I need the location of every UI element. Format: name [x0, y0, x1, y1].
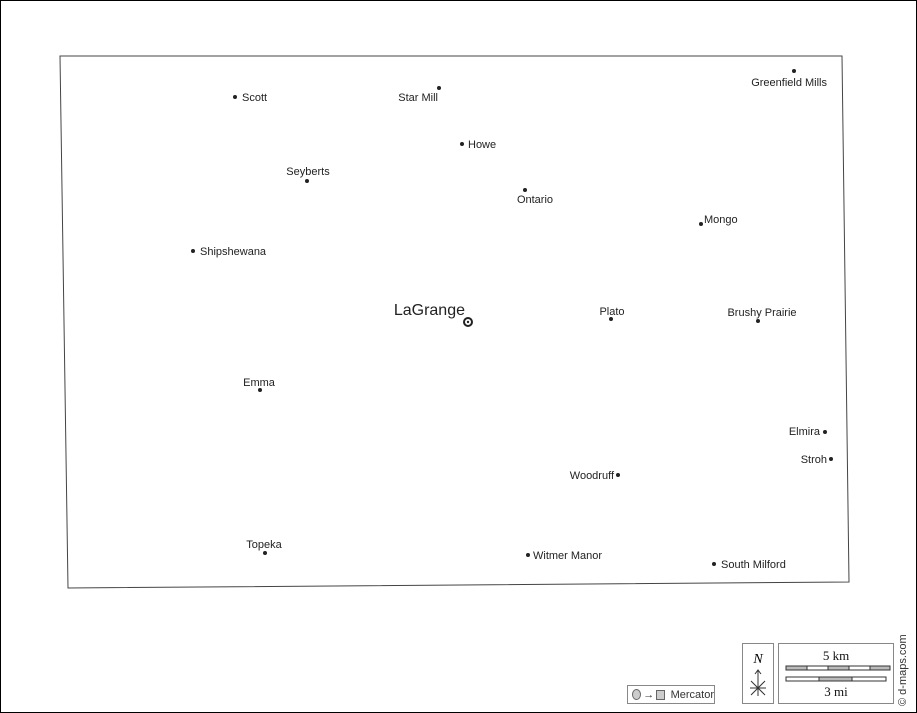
place-marker: Plato — [599, 306, 625, 321]
place-label: Scott — [242, 92, 267, 104]
place-dot — [460, 142, 464, 146]
place-dot — [829, 457, 833, 461]
place-marker: Topeka — [246, 539, 283, 555]
county-seat-label: LaGrange — [394, 302, 465, 319]
place-dot — [699, 222, 703, 226]
compass-icon — [750, 669, 766, 696]
place-label: Shipshewana — [200, 246, 267, 258]
place-marker: Witmer Manor — [526, 550, 602, 562]
place-marker: Brushy Prairie — [727, 307, 797, 323]
place-label: Brushy Prairie — [727, 307, 796, 319]
place-label: Howe — [468, 139, 496, 151]
place-label: Ontario — [517, 194, 553, 206]
scale-km-label: 5 km — [822, 648, 850, 663]
place-marker: Woodruff — [570, 470, 620, 482]
place-marker: Star Mill — [398, 86, 441, 104]
place-dot — [792, 69, 796, 73]
place-label: Topeka — [246, 539, 282, 551]
place-marker: Stroh — [801, 454, 833, 466]
place-marker: Seyberts — [286, 166, 330, 183]
place-label: Seyberts — [286, 166, 330, 178]
place-dot — [823, 430, 827, 434]
place-dot — [609, 317, 613, 321]
place-label: Woodruff — [570, 470, 615, 482]
scale-mi-label: 3 mi — [824, 684, 848, 699]
globe-icon — [632, 689, 642, 700]
place-dot — [437, 86, 441, 90]
place-dot — [756, 319, 760, 323]
place-label: Witmer Manor — [533, 550, 602, 562]
place-marker: Scott — [233, 92, 267, 104]
north-label: N — [752, 652, 763, 667]
place-dot — [233, 95, 237, 99]
place-dot — [523, 188, 527, 192]
place-label: Stroh — [801, 454, 827, 466]
place-label: Greenfield Mills — [751, 77, 827, 89]
scale-bar: 5 km 3 mi — [778, 643, 894, 704]
place-dot — [526, 553, 530, 557]
projection-label: Mercator — [670, 688, 714, 701]
place-marker: Ontario — [517, 188, 553, 206]
county-boundary — [59, 55, 850, 589]
place-label: Star Mill — [398, 92, 438, 104]
place-label: South Milford — [721, 559, 786, 571]
place-label: Emma — [243, 377, 276, 389]
place-label: Elmira — [789, 426, 821, 438]
place-marker: Greenfield Mills — [751, 69, 827, 89]
north-arrow: N — [742, 643, 774, 704]
place-dot — [305, 179, 309, 183]
place-dot — [616, 473, 620, 477]
place-dot — [258, 388, 262, 392]
county-seat-marker — [463, 317, 473, 327]
square-icon — [656, 689, 665, 700]
projection-legend: → Mercator — [627, 685, 715, 704]
place-marker: Shipshewana — [191, 246, 267, 258]
place-dot — [712, 562, 716, 566]
place-label: Mongo — [704, 214, 738, 226]
place-marker: Mongo — [699, 214, 738, 226]
arrow-icon: → — [643, 688, 655, 701]
place-marker: South Milford — [712, 559, 786, 571]
credit-text: © d-maps.com — [897, 634, 909, 706]
place-dot — [191, 249, 195, 253]
place-label: Plato — [599, 306, 624, 318]
place-marker: Howe — [460, 139, 496, 151]
place-dot — [263, 551, 267, 555]
mi-bar — [785, 676, 887, 682]
place-marker: Elmira — [789, 426, 827, 438]
place-marker: Emma — [243, 377, 276, 392]
km-bar — [785, 665, 891, 671]
